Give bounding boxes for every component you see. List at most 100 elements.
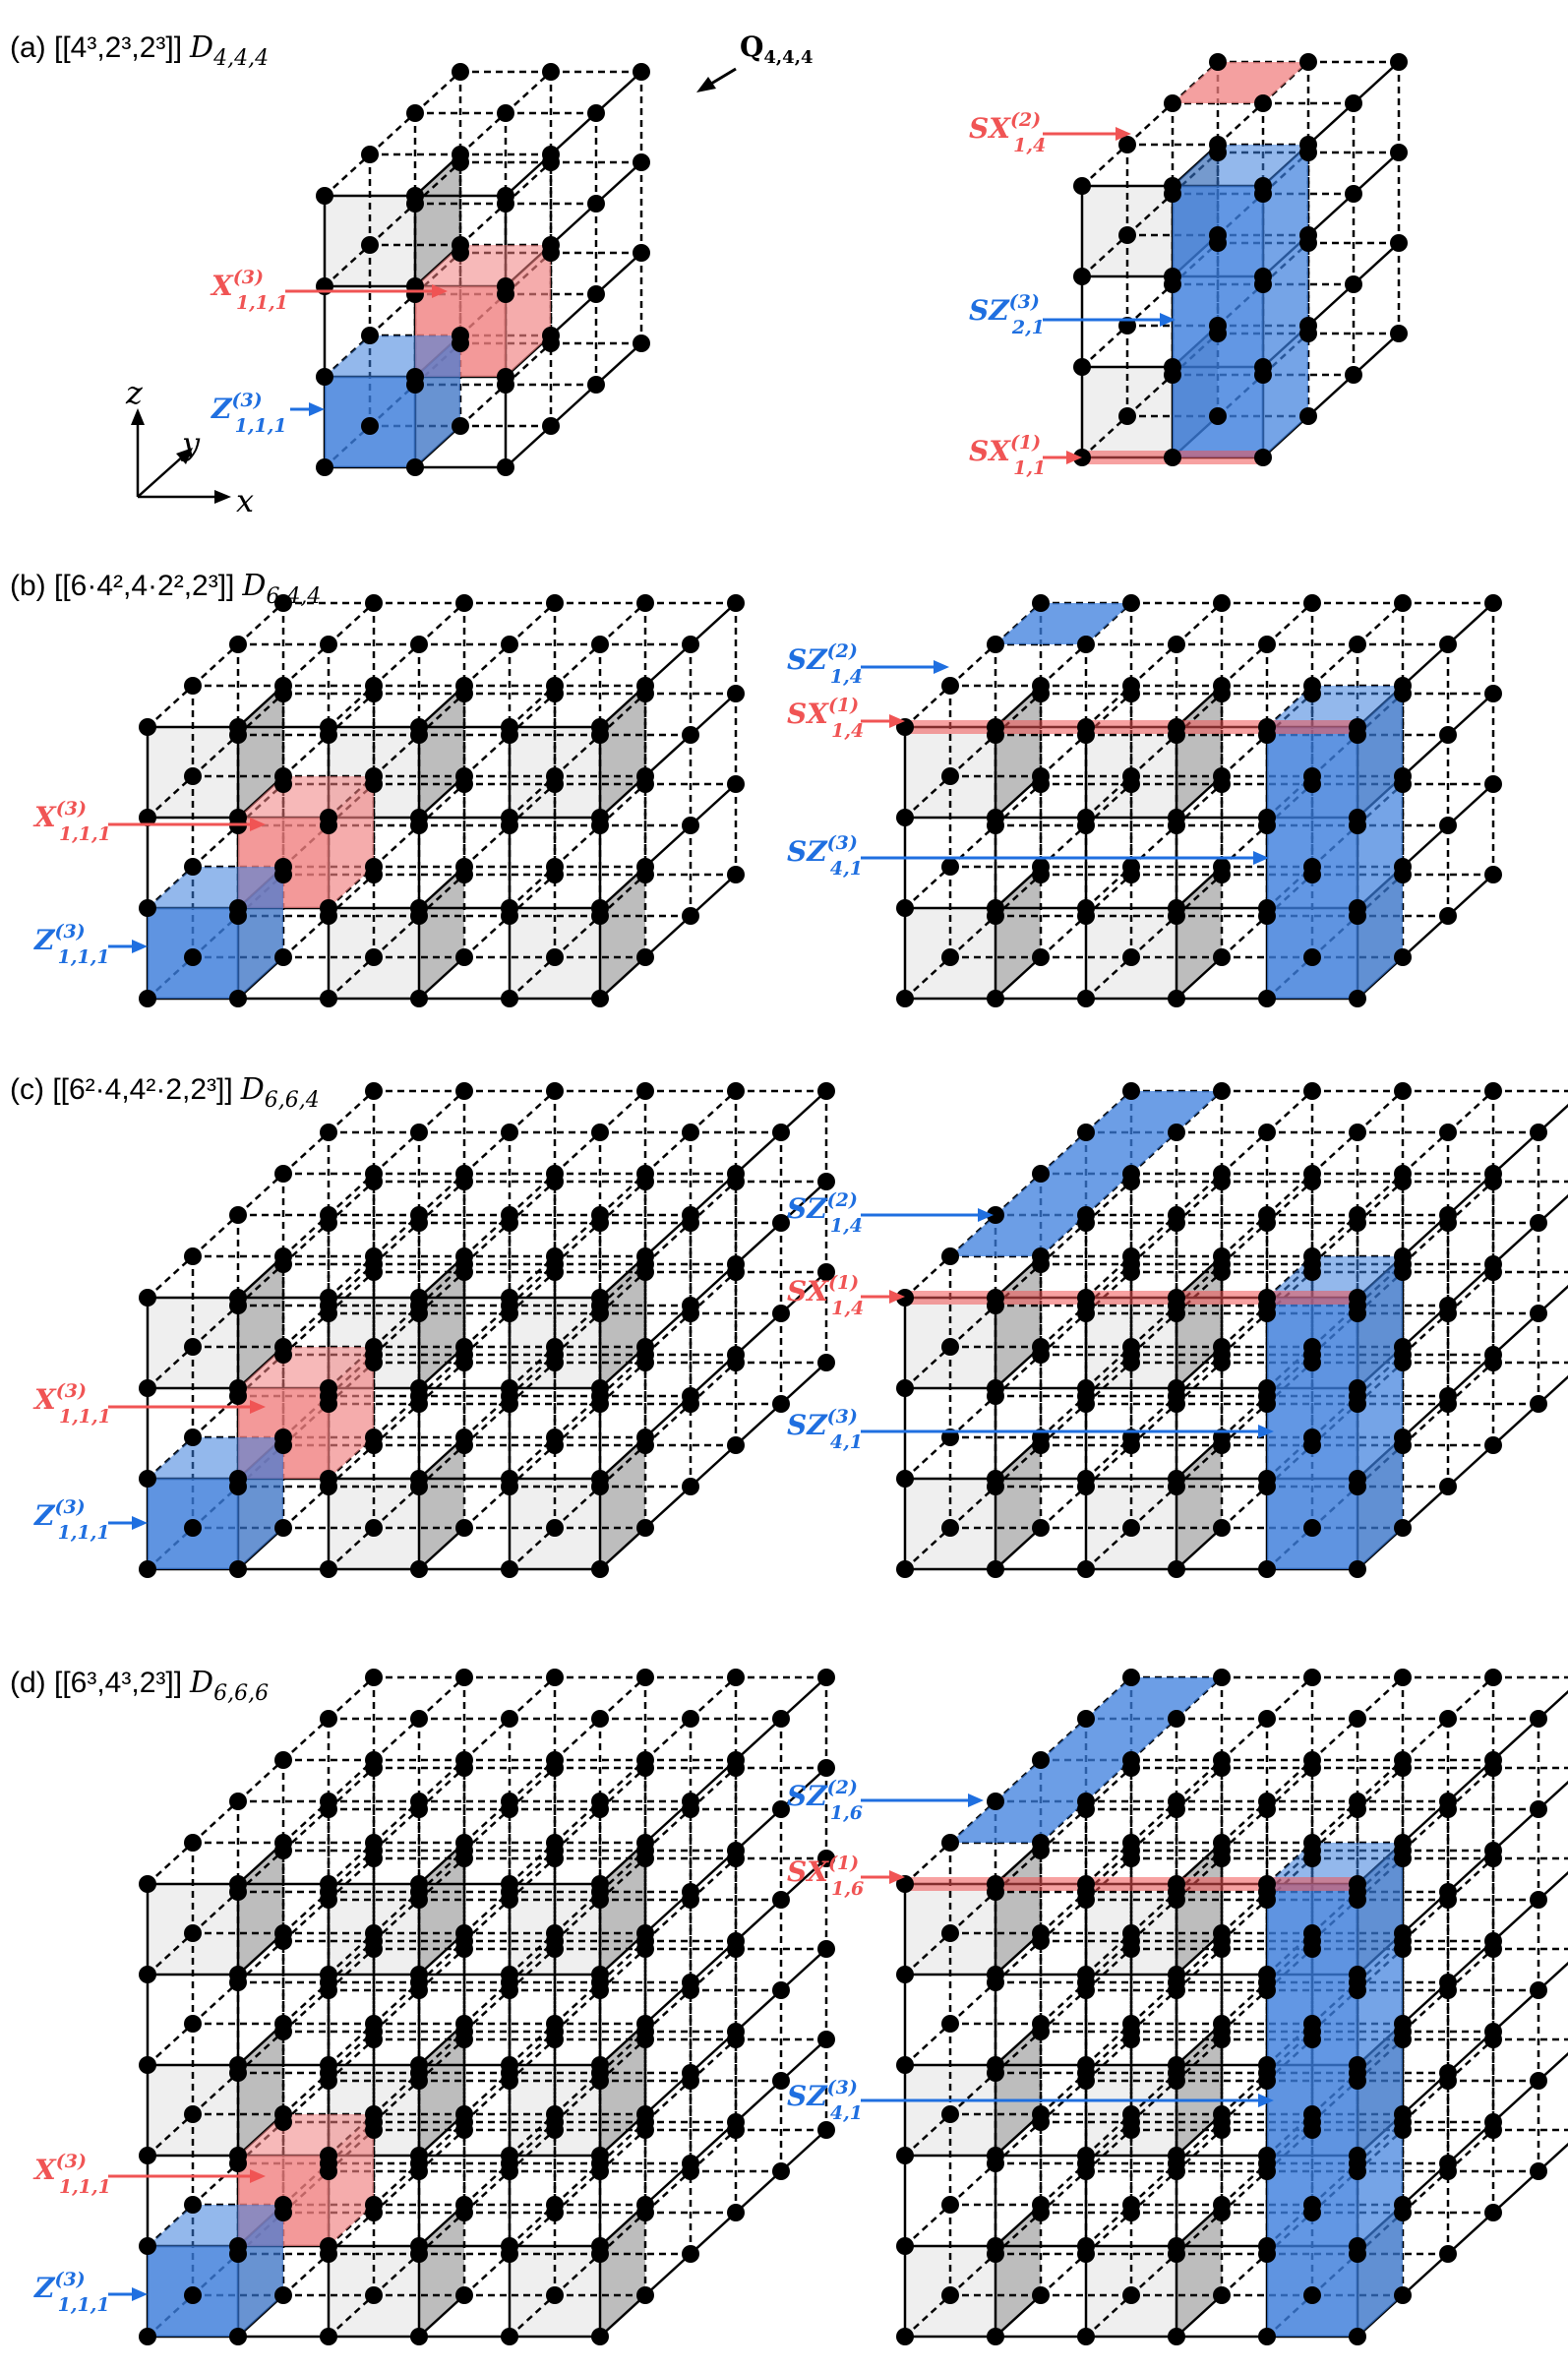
b-left-node: [591, 990, 609, 1007]
c-right-node: [1032, 1165, 1050, 1183]
a-left-node: [452, 417, 469, 435]
c-left-node: [455, 1519, 473, 1537]
d-left-edge-y: [780, 2129, 827, 2172]
b-left-node: [636, 858, 654, 876]
c-right-node: [1258, 1470, 1276, 1488]
c-left-edge-y: [690, 1362, 737, 1405]
d-right-edge-y: [1492, 1899, 1539, 1942]
d-left-edge-y: [780, 1676, 827, 1720]
label-a-sx14-2: SX(2)1,4: [969, 109, 1046, 156]
d-left-edge-y: [418, 2129, 465, 2172]
c-left-node: [636, 1429, 654, 1446]
a-left-node: [633, 153, 650, 171]
c-left-edge-y: [735, 1403, 782, 1446]
b-left-side-face: [419, 686, 464, 818]
b-left-edge-y: [237, 602, 284, 645]
d-right-node: [1213, 1834, 1231, 1852]
d-left-node: [320, 2328, 337, 2345]
d-left-edge-y: [418, 1676, 465, 1720]
d-left-node: [139, 1966, 156, 1983]
b-left-node: [636, 767, 654, 785]
c-left-node: [365, 1519, 383, 1537]
b-left-node: [682, 817, 699, 834]
a-left-node: [406, 104, 424, 122]
b-right-node: [1303, 948, 1321, 966]
a-right-node: [1254, 268, 1272, 285]
c-left-node: [682, 1297, 699, 1314]
a-left-edge-y: [324, 153, 371, 197]
b-left-edge-y: [418, 956, 465, 1000]
d-right-node: [1303, 2286, 1321, 2304]
c-right-edge-y: [1311, 1222, 1358, 1265]
d-left-edge-y: [780, 2038, 827, 2082]
title-a: (a) [[4³,2³,2³]]D4,4,4: [10, 30, 269, 71]
b-right-node: [1168, 809, 1185, 826]
d-left-edge-y: [192, 1891, 239, 1934]
c-right-edge-y: [1492, 1403, 1539, 1446]
d-right-node: [1122, 2015, 1140, 2033]
a-left-edge-y: [505, 71, 552, 114]
b-left-node: [591, 718, 609, 736]
label-d-z111: Z(3)1,1,1: [33, 2269, 110, 2316]
d-left-node: [682, 1710, 699, 1728]
a-left-node: [452, 146, 469, 163]
c-left-edge-y: [690, 1271, 737, 1314]
b-left-edge-y: [418, 783, 465, 826]
a-right-node: [1164, 94, 1181, 112]
d-left-node: [591, 2056, 609, 2074]
d-right-node: [1530, 2162, 1547, 2180]
c-left-edge-y: [418, 1090, 465, 1133]
d-left-edge-y: [373, 1718, 420, 1761]
c-left-node: [546, 1082, 564, 1100]
a-left-node: [542, 63, 560, 81]
b-right-node: [941, 677, 959, 695]
a-right-node: [1164, 177, 1181, 195]
b-right-node: [1213, 767, 1231, 785]
c-right-edge-y: [995, 1263, 1042, 1307]
c-left-node: [546, 1165, 564, 1183]
b-left-side-face: [238, 686, 283, 818]
label-c-sz14-2: SZ(2)1,4: [787, 1189, 863, 1237]
c-right-node: [1213, 1165, 1231, 1183]
c-right-sz2-strip: [950, 1091, 1222, 1256]
a-right-node: [1254, 449, 1272, 466]
d-left-edge-y: [599, 2129, 646, 2172]
d-right-side-face: [1176, 1843, 1222, 1975]
b-right-node: [1439, 907, 1457, 925]
d-right-node: [1303, 2105, 1321, 2123]
c-right-node: [1077, 1560, 1095, 1578]
b-right-node: [1349, 718, 1366, 736]
d-right-side-face: [995, 2024, 1041, 2156]
c-left-edge-y: [509, 1181, 556, 1224]
a-left-node: [452, 236, 469, 254]
d-right-node: [896, 2328, 914, 2345]
a-right-edge-y: [1353, 61, 1400, 104]
c-right-node: [1213, 1519, 1231, 1537]
b-left-node: [320, 636, 337, 653]
d-right-edge-y: [1311, 1718, 1358, 1761]
d-left-edge-y: [237, 1850, 284, 1893]
d-left-edge-y: [735, 2170, 782, 2214]
title-a-code: [[4³,2³,2³]]: [54, 31, 182, 64]
b-right-edge-y: [1447, 783, 1494, 826]
c-right-edge-y: [1221, 1403, 1268, 1446]
d-left-node: [365, 2286, 383, 2304]
d-right-edge-y: [1492, 1989, 1539, 2033]
d-left-edge-y: [328, 1948, 375, 1991]
c-left-node: [139, 1470, 156, 1488]
c-left-edge-y: [328, 1181, 375, 1224]
c-right-edge-y: [1085, 1444, 1132, 1488]
c-left-node: [727, 1255, 745, 1273]
c-left-node: [501, 1289, 518, 1307]
c-left-node: [139, 1289, 156, 1307]
d-left-edge-y: [463, 2170, 511, 2214]
b-right-node: [941, 858, 959, 876]
a-right-node: [1118, 226, 1136, 244]
d-right-edge-y: [1538, 1870, 1568, 1901]
a-right-node: [1073, 358, 1091, 376]
c-left-edge-y: [599, 1181, 646, 1224]
d-left-node: [139, 2237, 156, 2255]
b-left-node: [455, 677, 473, 695]
a-right-edge-y: [1353, 333, 1400, 376]
d-left-edge-y: [147, 1932, 194, 1976]
